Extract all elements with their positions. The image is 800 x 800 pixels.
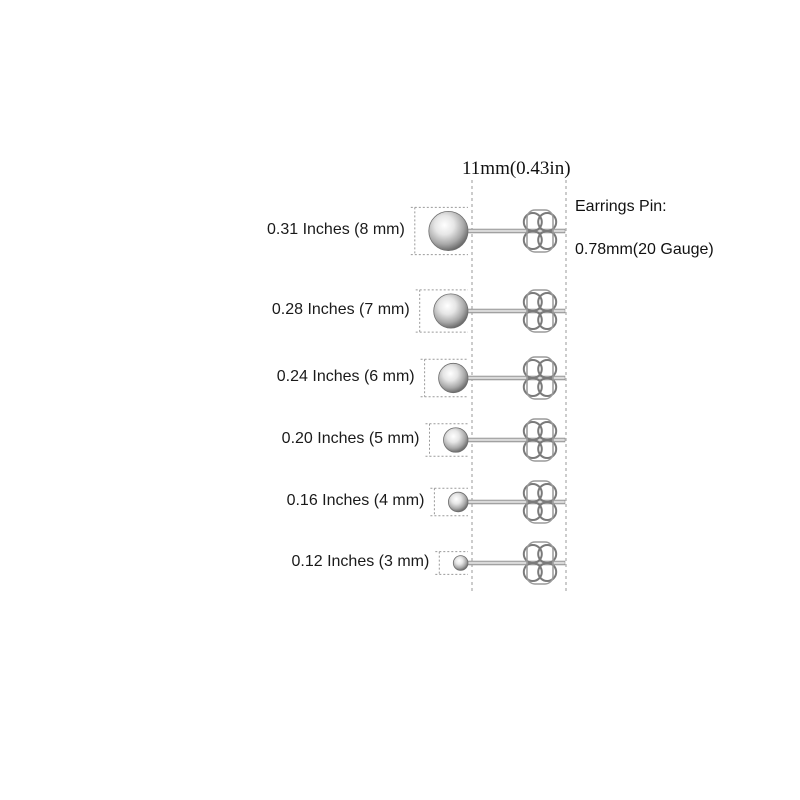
butterfly-back — [522, 418, 558, 462]
stud-size-label: 0.12 Inches (3 mm) — [291, 553, 430, 570]
pin-gauge-title: Earrings Pin: — [575, 198, 667, 215]
stud-size-label: 0.28 Inches (7 mm) — [271, 301, 410, 318]
size-bracket — [425, 423, 468, 457]
stud-4mm — [430, 480, 566, 524]
stud-ball — [452, 555, 469, 571]
size-bracket — [410, 206, 468, 256]
stud-size-label: 0.16 Inches (4 mm) — [286, 492, 425, 509]
stud-ball — [433, 293, 469, 329]
stud-size-label: 0.24 Inches (6 mm) — [276, 368, 415, 385]
butterfly-back — [522, 209, 558, 253]
stud-size-label: 0.20 Inches (5 mm) — [281, 430, 420, 447]
pin-length-label: 11mm(0.43in) — [462, 158, 571, 179]
size-bracket — [415, 289, 468, 333]
stud-6mm — [420, 356, 566, 400]
butterfly-back — [522, 480, 558, 524]
stud-8mm — [410, 206, 566, 256]
stud-ball — [438, 362, 469, 394]
butterfly-back — [522, 356, 558, 400]
stud-ball — [448, 491, 469, 513]
stud-3mm — [435, 541, 566, 585]
size-bracket — [435, 551, 468, 575]
pin-gauge-value: 0.78mm(20 Gauge) — [575, 241, 714, 258]
stud-size-label: 0.31 Inches (8 mm) — [266, 221, 405, 238]
butterfly-back — [522, 289, 558, 333]
stud-5mm — [425, 418, 566, 462]
stud-7mm — [415, 289, 566, 333]
size-bracket — [430, 487, 468, 517]
stud-ball — [443, 427, 469, 453]
butterfly-back — [522, 541, 558, 585]
stud-ball — [428, 210, 469, 251]
